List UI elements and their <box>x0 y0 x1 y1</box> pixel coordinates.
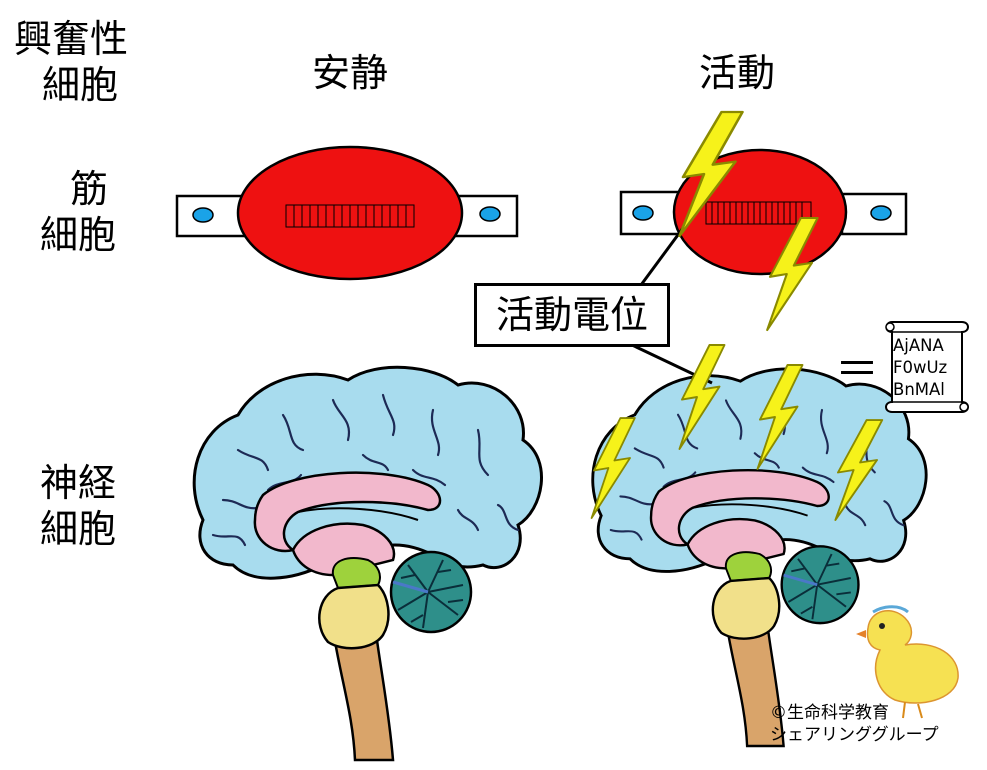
row-label-excitable-cell: 興奮性 細胞 <box>14 16 128 108</box>
copyright-credit: ©生命科学教育 シェアリンググループ <box>770 702 939 746</box>
row-label-excitable-line2: 細胞 <box>42 63 119 107</box>
row-label-nerve-line1: 神経 <box>40 461 117 505</box>
row-label-nerve-cell: 神経 細胞 <box>40 460 116 552</box>
column-label-active: 活動 <box>698 51 775 95</box>
row-label-muscle-line1: 筋 <box>70 167 109 211</box>
chick-mascot-icon <box>856 605 959 719</box>
scroll-text-line-2: F0wUz <box>893 358 948 377</box>
brain-rest <box>192 365 544 762</box>
column-label-rest: 安静 <box>311 51 388 95</box>
scroll-icon <box>885 321 969 413</box>
scroll-text: AjANA F0wUz BnMAl <box>893 335 963 401</box>
tendon-dot-right-rest <box>479 206 501 222</box>
scroll-text-line-3: BnMAl <box>893 380 945 399</box>
row-label-nerve-line2: 細胞 <box>40 507 117 551</box>
tendon-dot-left-active <box>632 205 654 221</box>
sarcomere-stripes-rest <box>285 204 415 228</box>
muscle-cell-rest <box>175 145 519 281</box>
credit-line-1: ©生命科学教育 <box>770 703 889 723</box>
credit-line-2: シェアリンググループ <box>770 725 939 745</box>
equals-sign: ＝ <box>835 344 879 395</box>
sarcomere-stripes-active <box>705 201 812 225</box>
row-label-excitable-line1: 興奮性 <box>14 17 129 61</box>
action-potential-callout: 活動電位 <box>474 283 670 347</box>
row-label-muscle-cell: 筋 細胞 <box>40 166 116 258</box>
row-label-muscle-line2: 細胞 <box>40 213 117 257</box>
tendon-dot-right-active <box>870 205 892 221</box>
scroll-text-line-1: AjANA <box>893 336 944 355</box>
tendon-dot-left-rest <box>192 207 214 223</box>
